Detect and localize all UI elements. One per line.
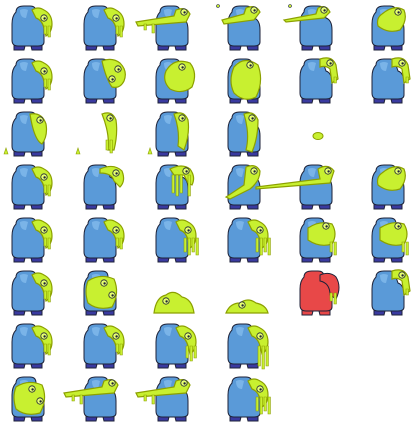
sprite-frame-hurt-flash (299, 270, 340, 316)
sprite-frame-arm-thrust-left (63, 376, 119, 422)
sprite-frame-arm-swipe-splatter (221, 5, 261, 51)
sprite-frame-arm-long-tendrils (155, 164, 195, 210)
sprite-frame-slime-blob-small (312, 132, 324, 140)
sprite-frame-arm-tendrils (227, 217, 271, 263)
sprite-frame-arm-wrapped-chest (371, 164, 406, 210)
sprite-frame-arm-thrust-left (135, 5, 191, 51)
sprite-frame-arm-tendrils (155, 217, 199, 263)
sprite-frame-idle-arm (11, 270, 53, 316)
sprite-frame-idle-arm (11, 323, 53, 369)
sprite-frame-idle-arm (83, 5, 125, 51)
sprite-frame-arm-drip-long (227, 323, 269, 370)
sprite-frame-slime-covered-body (83, 270, 118, 316)
sprite-frame-slime-covered-body (11, 376, 46, 422)
sprite-frame-arm-crouch (11, 111, 48, 157)
projectile-drip (147, 147, 153, 155)
sprite-frame-idle-arm (11, 58, 53, 104)
sprite-frame-arm-raised-claw (371, 269, 411, 316)
sprite-frame-arm-slash-down (224, 164, 261, 210)
sprite-frame-arm-bulging (83, 58, 126, 104)
projectile-splatter-small (216, 4, 220, 8)
sprite-frame-arm-wrapped-chest (371, 5, 406, 51)
sprite-frame-arm-swelling (155, 58, 196, 104)
projectile-splatter-small (288, 4, 292, 8)
sprite-frame-arm-hook (83, 164, 125, 210)
sprite-frame-slime-puddle (153, 291, 195, 314)
sprite-frame-arm-crossed-chest (371, 217, 409, 263)
sprite-frame-idle-arm (83, 217, 125, 263)
sprite-frame-arm-drape (155, 111, 190, 157)
sprite-frame-slime-puddle-flat (225, 299, 269, 314)
projectile-drip (75, 147, 81, 155)
projectile-splatter (216, 4, 220, 8)
sprite-frame-idle-arm (11, 164, 53, 210)
projectile-drip (75, 147, 81, 155)
projectile-drip (147, 147, 153, 155)
sprite-frame-idle-arm (11, 217, 53, 263)
sprite-frame-idle-arm (83, 323, 125, 369)
sprite-frame-arm-tendrils (227, 376, 271, 422)
projectile-splatter (288, 4, 292, 8)
sprite-frame-arm-long-spear-left (255, 164, 335, 210)
sprite-frame-arm-engulfing (227, 58, 262, 104)
sprite-frame-arm-drape-down (227, 111, 261, 157)
sprite-frame-arm-spear-left (282, 5, 333, 51)
sprite-frame-arm-drip (155, 323, 197, 369)
sprite-frame-arm-raised-claw (371, 57, 411, 104)
projectile-drip (3, 147, 9, 155)
sprite-frame-slime-column-drips (101, 112, 118, 154)
sprite-frame-arm-raised-claw (299, 57, 339, 104)
sprite-frame-arm-thrust-left (135, 376, 191, 422)
sprite-frame-arm-crossed-chest (299, 217, 337, 263)
projectile-drip (3, 147, 9, 155)
sprite-frame-idle-arm (11, 5, 53, 51)
